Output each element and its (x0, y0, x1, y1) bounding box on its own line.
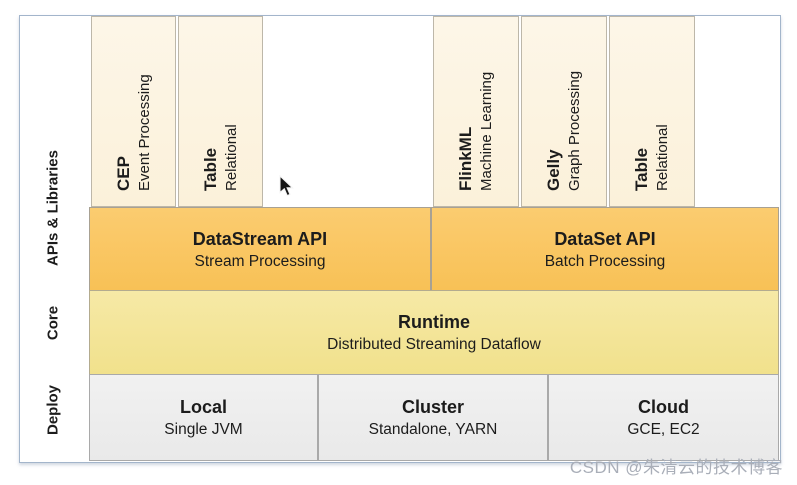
library-column-text: Gelly Graph Processing (542, 21, 586, 191)
runtime-cell: Runtime Distributed Streaming Dataflow (89, 290, 779, 375)
api-subtitle: Batch Processing (544, 252, 666, 270)
library-subtitle: Relational (223, 124, 240, 191)
library-name: FlinkML (456, 126, 475, 191)
deploy-subtitle: Single JVM (164, 421, 243, 438)
library-column-text: Table Relational (630, 21, 674, 191)
side-label-deploy: Deploy (44, 384, 62, 436)
library-subtitle: Event Processing (136, 74, 153, 191)
mouse-cursor-icon (279, 175, 294, 197)
deploy-subtitle: GCE, EC2 (627, 421, 700, 438)
library-name: Gelly (544, 149, 563, 191)
library-column-table-stream: Table Relational (178, 16, 263, 207)
deploy-cluster-cell: Cluster Standalone, YARN (318, 374, 548, 461)
deploy-local-cell: Local Single JVM (89, 374, 318, 461)
layer-stack: CEP Event Processing Table Relational Fl… (89, 16, 779, 461)
library-column-flinkml: FlinkML Machine Learning (433, 16, 519, 207)
dataset-api-cell: DataSet API Batch Processing (431, 207, 779, 291)
library-column-cep: CEP Event Processing (91, 16, 176, 207)
deploy-cloud-cell: Cloud GCE, EC2 (548, 374, 779, 461)
deploy-name: Cloud (638, 397, 689, 417)
library-subtitle: Relational (654, 124, 671, 191)
datastream-api-cell: DataStream API Stream Processing (89, 207, 431, 291)
library-name: CEP (114, 156, 133, 191)
api-name: DataStream API (192, 228, 328, 249)
api-subtitle: Stream Processing (194, 252, 326, 270)
library-subtitle: Machine Learning (478, 71, 495, 191)
library-column-text: CEP Event Processing (112, 21, 156, 191)
side-label-core: Core (44, 305, 62, 341)
library-column-table-batch: Table Relational (609, 16, 695, 207)
csdn-watermark: CSDN @朱清云的技术博客 (569, 458, 783, 477)
deploy-name: Local (179, 397, 227, 417)
library-column-gelly: Gelly Graph Processing (521, 16, 607, 207)
core-subtitle: Distributed Streaming Dataflow (327, 336, 541, 353)
side-label-apis-libraries: APIs & Libraries (44, 150, 62, 266)
api-name: DataSet API (554, 228, 656, 249)
library-subtitle: Graph Processing (566, 70, 583, 191)
library-name: Table (632, 147, 651, 191)
library-name: Table (201, 147, 220, 191)
deploy-subtitle: Standalone, YARN (368, 421, 498, 438)
flink-stack-diagram: APIs & Libraries Core Deploy CEP Event P… (19, 15, 781, 463)
core-name: Runtime (398, 312, 470, 332)
library-column-text: Table Relational (199, 21, 243, 191)
deploy-name: Cluster (401, 397, 464, 417)
library-column-text: FlinkML Machine Learning (454, 21, 498, 191)
